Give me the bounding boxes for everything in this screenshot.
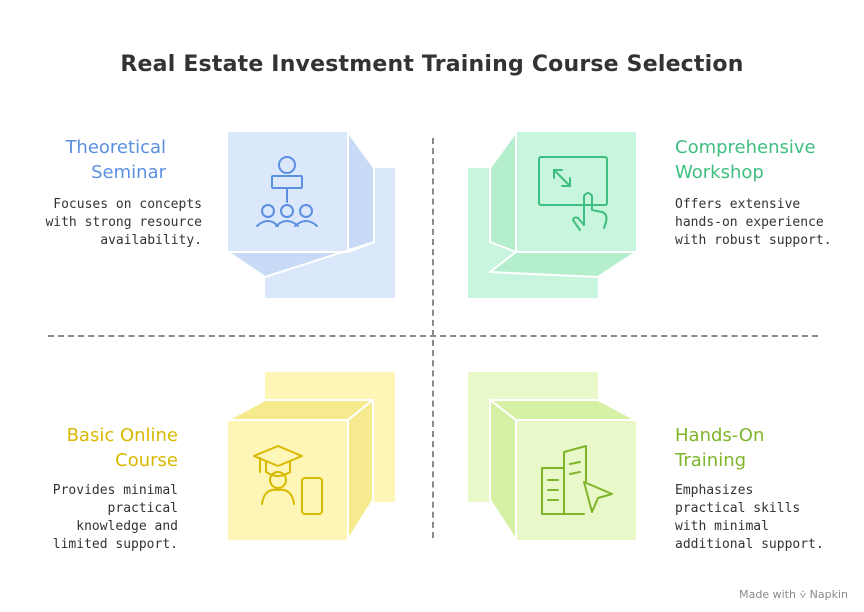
presentation-icon [256,156,318,227]
comprehensive-workshop-description: Offers extensive hands-on experience wit… [675,197,832,248]
hands-on-training-cube [468,372,637,541]
napkin-logo-icon: ⩒ [799,588,807,601]
vertical-divider [432,138,434,538]
hands-on-training-description: Emphasizes practical skills with minimal… [675,483,824,552]
basic-online-course-description: Provides minimal practical knowledge and… [52,483,178,552]
theoretical-seminar-cube [228,132,395,298]
page-title: Real Estate Investment Training Course S… [120,52,744,77]
horizontal-divider [48,335,818,337]
comprehensive-workshop-cube [468,132,637,298]
graduate-phone-icon [253,445,323,515]
basic-online-course-heading: Basic Online Course [66,425,178,471]
theoretical-seminar-description: Focuses on concepts with strong resource… [45,197,202,248]
hands-on-training-heading: Hands-On Training [675,425,765,471]
napkin-brand-label: Napkin [809,588,848,601]
buildings-cursor-icon [541,445,613,515]
made-with-label: Made with [739,588,796,601]
made-with-napkin-badge[interactable]: Made with ⩒ Napkin [739,588,848,602]
comprehensive-workshop-heading: Comprehensive Workshop [675,137,816,183]
theoretical-seminar-heading: Theoretical Seminar [65,137,166,183]
basic-online-course-cube [228,372,395,541]
touch-screen-icon [538,156,608,231]
